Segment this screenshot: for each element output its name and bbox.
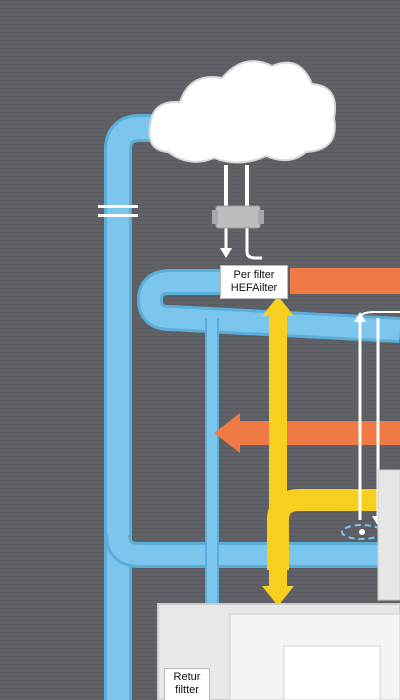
prefilter-label-line1: Per filter [233,269,275,281]
right-air-handler-panel [377,469,400,601]
return-label-line2: filtter [175,684,199,696]
blue-arrow-right [384,320,400,340]
prefilter-hepa-label: Per filter HEFAilter [220,265,288,299]
return-filter-label: Retur filtter [164,668,210,700]
duct-band [98,205,138,208]
orange-duct-top [290,268,400,294]
duct-band [98,214,138,217]
prefilter-label-line2: HEFAilter [230,282,278,294]
cloud-icon [148,60,336,164]
lower-blue-duct [105,534,400,568]
return-label-line1: Retur [173,671,201,683]
upper-blue-loop-duct [136,269,400,343]
filter-unit-icon [212,205,264,229]
left-supply-duct [98,114,160,700]
air-handler-housing [157,603,400,700]
orange-arrow-left [214,413,400,453]
intake-pipes [220,165,262,260]
yellow-loop-duct [267,489,400,570]
